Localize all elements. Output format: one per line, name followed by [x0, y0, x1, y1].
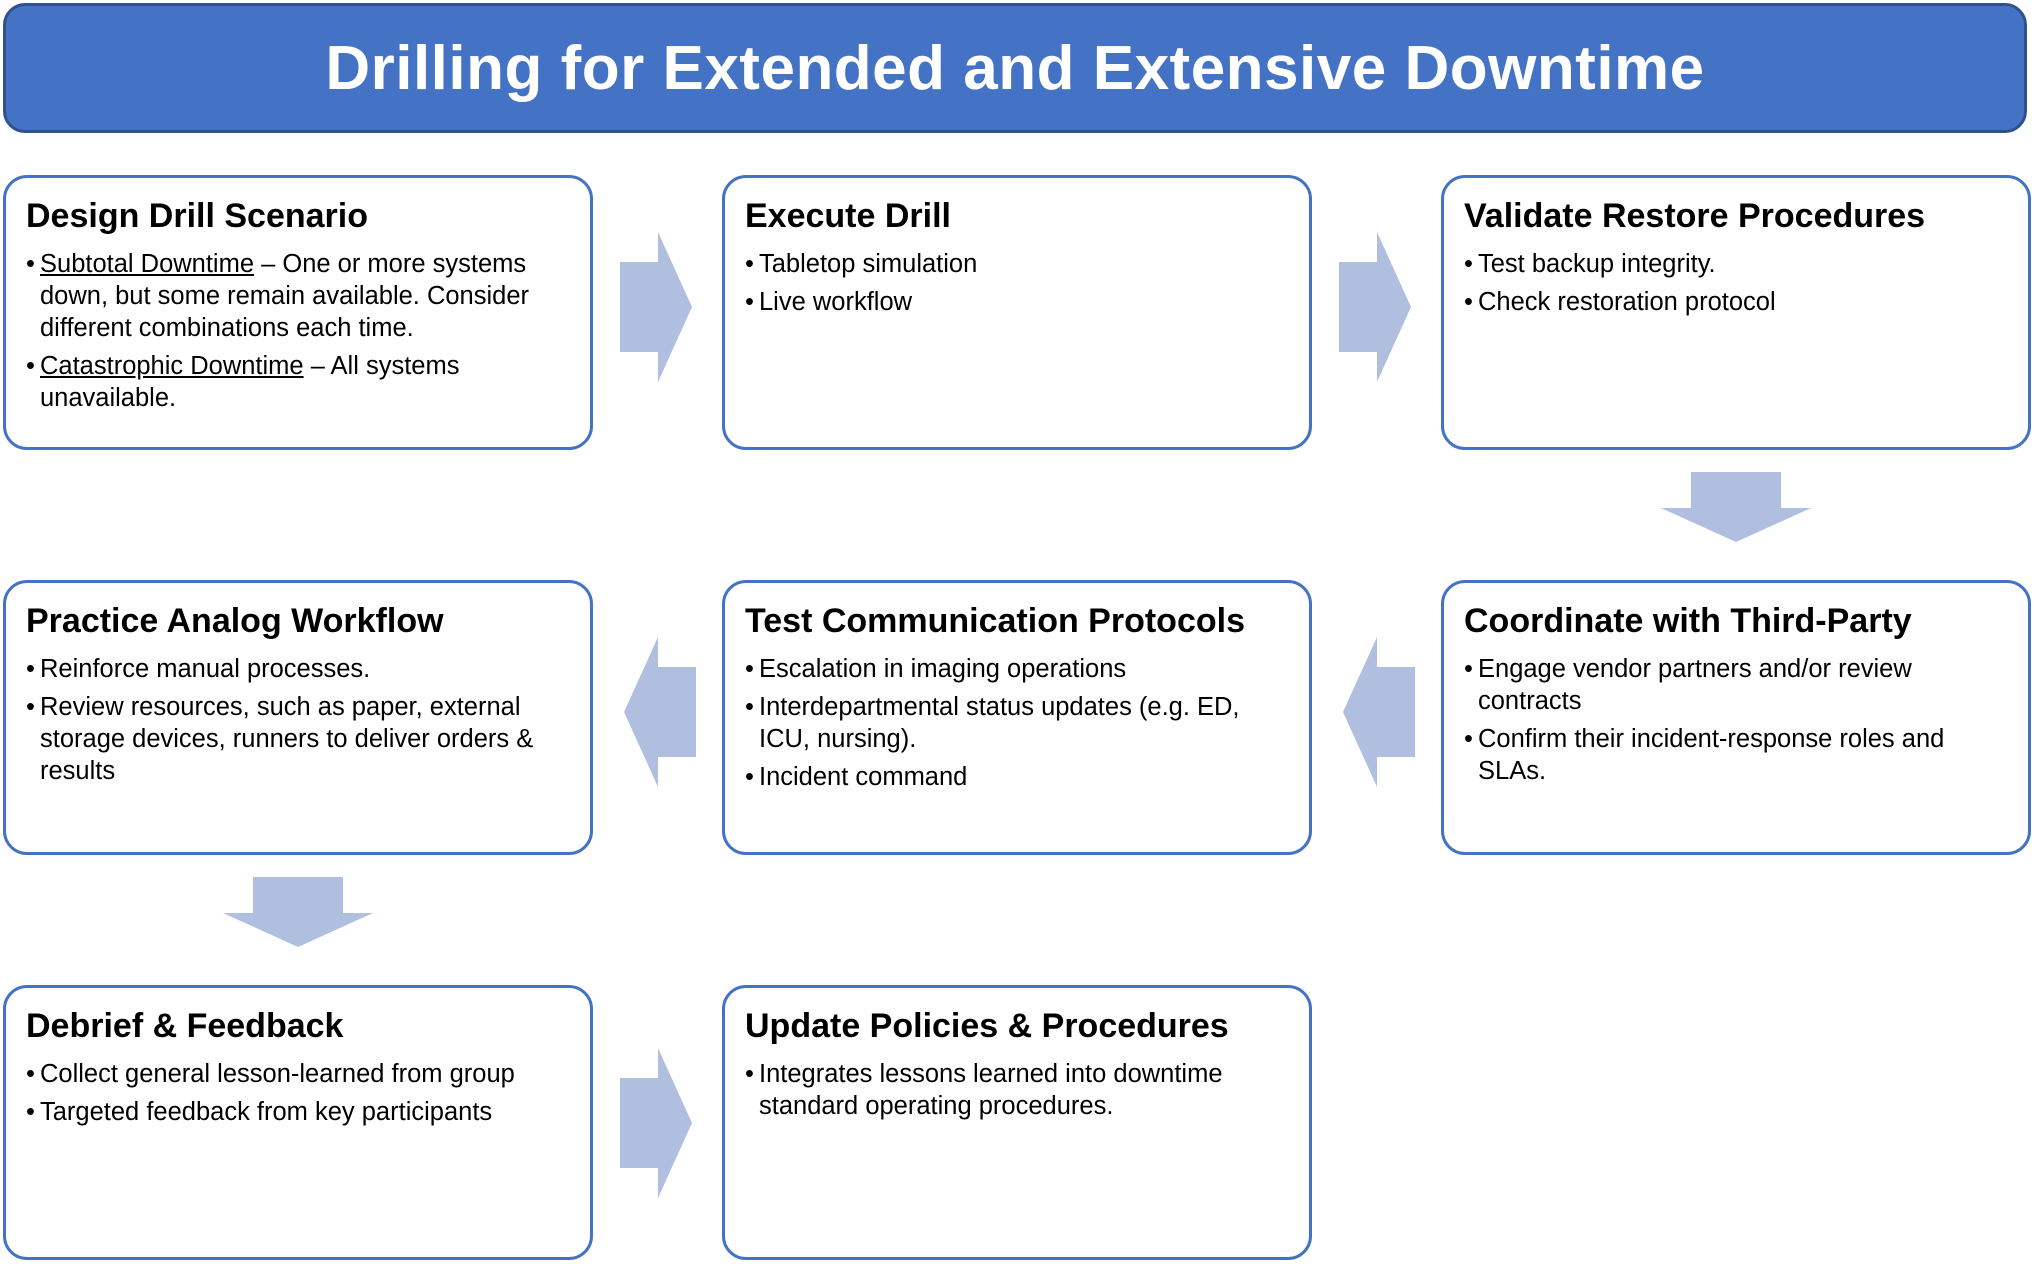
- bullet-text: Integrates lessons learned into downtime…: [759, 1060, 1223, 1120]
- step-update-policies-procedures: Update Policies & Procedures •Integrates…: [722, 985, 1312, 1260]
- diagram-title: Drilling for Extended and Extensive Down…: [325, 33, 1705, 103]
- step-title: Update Policies & Procedures: [745, 1007, 1229, 1045]
- step-title: Test Communication Protocols: [745, 602, 1245, 640]
- bullet-term: Catastrophic Downtime: [40, 352, 304, 380]
- bullet-text: Test backup integrity.: [1478, 250, 1716, 278]
- step-bullets: •Subtotal Downtime – One or more systems…: [26, 248, 572, 414]
- step-bullets: •Collect general lesson-learned from gro…: [26, 1058, 572, 1128]
- bullet-item: •Check restoration protocol: [1464, 288, 1776, 316]
- arrow-left-icon: [624, 637, 696, 787]
- arrow-left-icon: [1343, 637, 1415, 787]
- step-title: Validate Restore Procedures: [1464, 197, 1926, 235]
- bullet-item: •Integrates lessons learned into downtim…: [745, 1060, 1223, 1120]
- step-execute-drill: Execute Drill •Tabletop simulation •Live…: [722, 175, 1312, 450]
- step-validate-restore-procedures: Validate Restore Procedures •Test backup…: [1441, 175, 2031, 450]
- bullet-item: •Catastrophic Downtime – All systems una…: [26, 352, 460, 412]
- title-banner: Drilling for Extended and Extensive Down…: [3, 3, 2027, 133]
- bullet-item: •Confirm their incident-response roles a…: [1464, 725, 1945, 785]
- arrow-down-icon: [223, 877, 373, 947]
- step-bullets: •Engage vendor partners and/or review co…: [1464, 653, 2010, 787]
- bullet-item: •Tabletop simulation: [745, 250, 978, 278]
- bullet-item: •Incident command: [745, 763, 968, 791]
- bullet-item: •Engage vendor partners and/or review co…: [1464, 655, 1912, 715]
- step-title: Practice Analog Workflow: [26, 602, 444, 640]
- step-debrief-feedback: Debrief & Feedback •Collect general less…: [3, 985, 593, 1260]
- bullet-text: Reinforce manual processes.: [40, 655, 371, 683]
- bullet-item: •Escalation in imaging operations: [745, 655, 1127, 683]
- bullet-text: Confirm their incident-response roles an…: [1478, 725, 1945, 785]
- bullet-item: •Reinforce manual processes.: [26, 655, 371, 683]
- step-coordinate-third-party: Coordinate with Third-Party •Engage vend…: [1441, 580, 2031, 855]
- bullet-item: •Live workflow: [745, 288, 913, 316]
- step-title: Coordinate with Third-Party: [1464, 602, 1912, 640]
- bullet-item: •Interdepartmental status updates (e.g. …: [745, 693, 1240, 753]
- arrow-right-icon: [620, 1048, 692, 1198]
- step-title: Debrief & Feedback: [26, 1007, 344, 1045]
- bullet-text: Interdepartmental status updates (e.g. E…: [759, 693, 1240, 753]
- step-bullets: •Reinforce manual processes. •Review res…: [26, 653, 572, 787]
- bullet-text: – All systems unavailable.: [40, 352, 460, 412]
- step-design-drill-scenario: Design Drill Scenario •Subtotal Downtime…: [3, 175, 593, 450]
- bullet-text: Collect general lesson-learned from grou…: [40, 1060, 515, 1088]
- bullet-text: Check restoration protocol: [1478, 288, 1776, 316]
- bullet-text: Review resources, such as paper, externa…: [40, 693, 534, 785]
- arrow-right-icon: [1339, 232, 1411, 382]
- bullet-item: •Test backup integrity.: [1464, 250, 1716, 278]
- bullet-text: Escalation in imaging operations: [759, 655, 1127, 683]
- step-bullets: •Test backup integrity. •Check restorati…: [1464, 248, 2010, 318]
- step-bullets: •Escalation in imaging operations •Inter…: [745, 653, 1291, 793]
- bullet-item: •Targeted feedback from key participants: [26, 1098, 493, 1126]
- bullet-item: •Collect general lesson-learned from gro…: [26, 1060, 515, 1088]
- step-test-communication-protocols: Test Communication Protocols •Escalation…: [722, 580, 1312, 855]
- arrow-down-icon: [1661, 472, 1811, 542]
- bullet-text: – One or more systems down, but some rem…: [40, 250, 530, 342]
- arrow-right-icon: [620, 232, 692, 382]
- bullet-text: Tabletop simulation: [759, 250, 978, 278]
- step-bullets: •Integrates lessons learned into downtim…: [745, 1058, 1291, 1122]
- bullet-item: •Subtotal Downtime – One or more systems…: [26, 250, 530, 342]
- bullet-text: Live workflow: [759, 288, 913, 316]
- bullet-text: Engage vendor partners and/or review con…: [1478, 655, 1912, 715]
- step-practice-analog-workflow: Practice Analog Workflow •Reinforce manu…: [3, 580, 593, 855]
- step-title: Design Drill Scenario: [26, 197, 368, 235]
- bullet-text: Targeted feedback from key participants: [40, 1098, 493, 1126]
- bullet-text: Incident command: [759, 763, 968, 791]
- bullet-item: •Review resources, such as paper, extern…: [26, 693, 534, 785]
- step-title: Execute Drill: [745, 197, 951, 235]
- bullet-term: Subtotal Downtime: [40, 250, 255, 278]
- step-bullets: •Tabletop simulation •Live workflow: [745, 248, 1291, 318]
